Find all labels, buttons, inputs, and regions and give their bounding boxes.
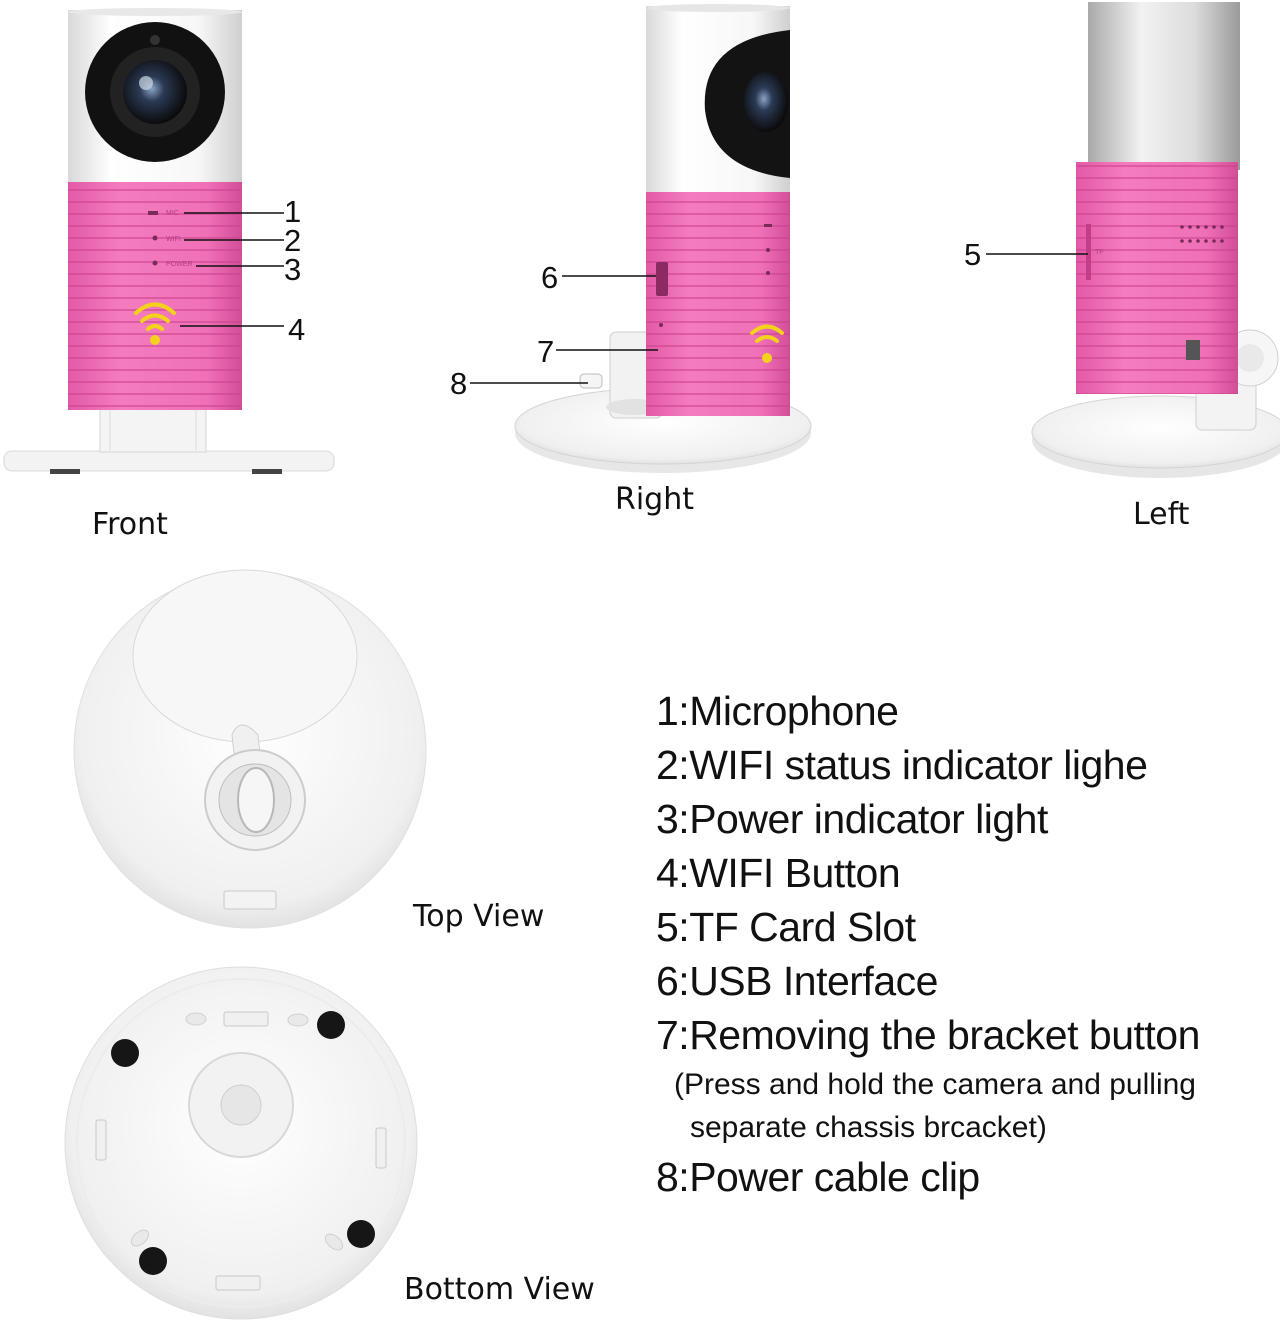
power-print: POWER <box>166 261 192 268</box>
callout-4: 4 <box>288 312 306 347</box>
mic-print: MIC <box>166 210 179 217</box>
left-view: TF <box>986 2 1280 478</box>
legend-item-5: 5:TF Card Slot <box>656 904 916 950</box>
right-label: Right <box>615 482 694 517</box>
wifi-print: WIFI <box>166 236 181 243</box>
wifi-button-icon <box>750 324 784 343</box>
callout-3: 3 <box>284 252 302 287</box>
bottom-view <box>64 966 418 1320</box>
legend-item-2: 2:WIFI status indicator lighe <box>656 742 1148 788</box>
rubber-foot-icon <box>111 1039 139 1067</box>
legend-note-line-1: (Press and hold the camera and pulling <box>674 1068 1196 1101</box>
top-view <box>73 569 427 929</box>
legend-item-1: 1:Microphone <box>656 688 899 734</box>
callout-7: 7 <box>537 334 555 369</box>
bottom-view-label: Bottom View <box>404 1272 595 1307</box>
legend-note-line-2: separate chassis brcacket) <box>690 1111 1047 1144</box>
rubber-foot-icon <box>347 1220 375 1248</box>
legend-item-3: 3:Power indicator light <box>656 796 1048 842</box>
left-label: Left <box>1133 497 1190 532</box>
callout-2: 2 <box>284 223 302 258</box>
callout-8: 8 <box>450 366 468 401</box>
legend-item-8: 8:Power cable clip <box>656 1154 980 1200</box>
front-label: Front <box>92 507 168 542</box>
legend-item-4: 4:WIFI Button <box>656 850 901 896</box>
wifi-button-icon <box>134 302 176 331</box>
legend-item-6: 6:USB Interface <box>656 958 938 1004</box>
top-view-label: Top View <box>413 899 545 934</box>
callout-6: 6 <box>541 260 559 295</box>
rubber-foot-icon <box>317 1011 345 1039</box>
front-view: MIC WIFI POWER <box>3 8 335 474</box>
tf-print: TF <box>1095 249 1104 256</box>
legend-item-7: 7:Removing the bracket button <box>656 1012 1200 1058</box>
rubber-foot-icon <box>139 1247 167 1275</box>
right-view <box>470 4 812 473</box>
callout-1: 1 <box>284 194 302 229</box>
callout-5: 5 <box>964 237 982 272</box>
